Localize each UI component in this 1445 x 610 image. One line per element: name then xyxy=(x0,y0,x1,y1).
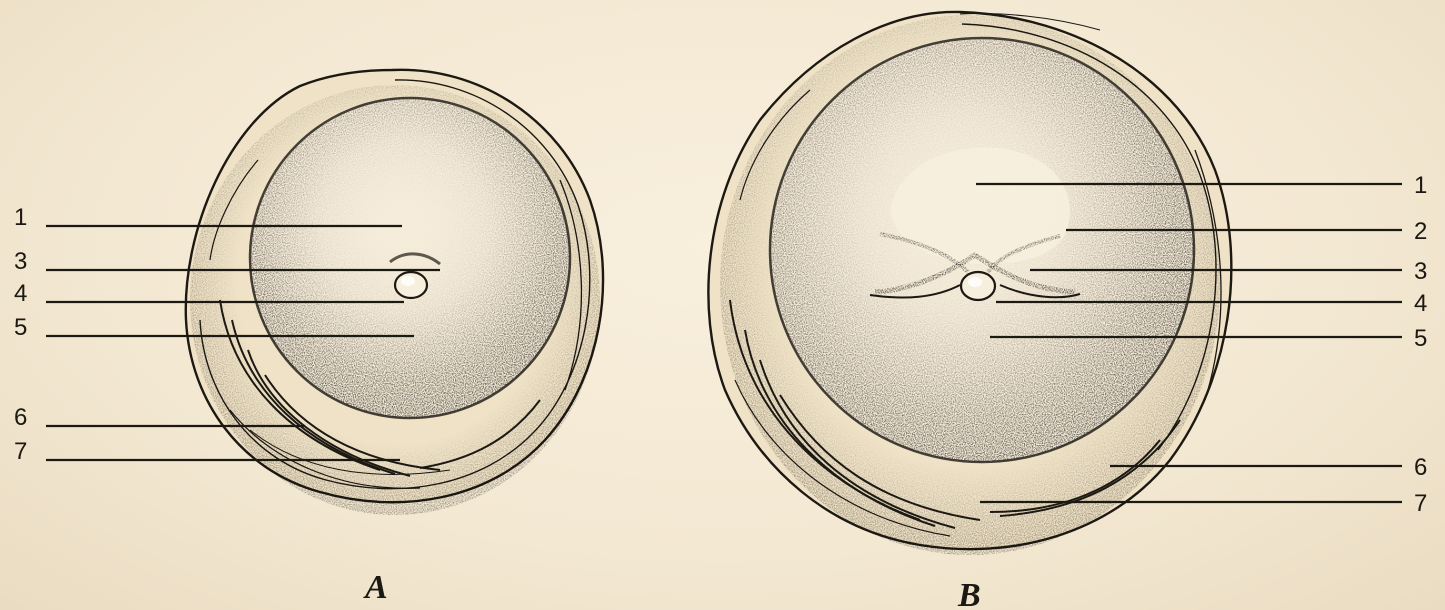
panel-b-letter: B xyxy=(957,577,981,610)
label-a-4: 4 xyxy=(14,280,27,307)
panel-a-labels: 1 3 4 5 6 7 xyxy=(14,204,27,465)
label-a-3: 3 xyxy=(14,248,27,275)
label-b-7: 7 xyxy=(1414,490,1427,517)
label-a-5: 5 xyxy=(14,314,27,341)
label-b-4: 4 xyxy=(1414,290,1427,317)
label-b-1: 1 xyxy=(1414,172,1427,199)
panel-a xyxy=(186,70,603,515)
panel-b-labels: 1 2 3 4 5 6 7 xyxy=(1414,172,1427,517)
label-b-5: 5 xyxy=(1414,325,1427,352)
label-a-1: 1 xyxy=(14,204,27,231)
panel-a-letter: A xyxy=(363,569,388,606)
label-a-7: 7 xyxy=(14,438,27,465)
label-b-2: 2 xyxy=(1414,218,1427,245)
label-b-3: 3 xyxy=(1414,258,1427,285)
label-b-6: 6 xyxy=(1414,454,1427,481)
panel-b xyxy=(708,12,1231,555)
label-a-6: 6 xyxy=(14,404,27,431)
